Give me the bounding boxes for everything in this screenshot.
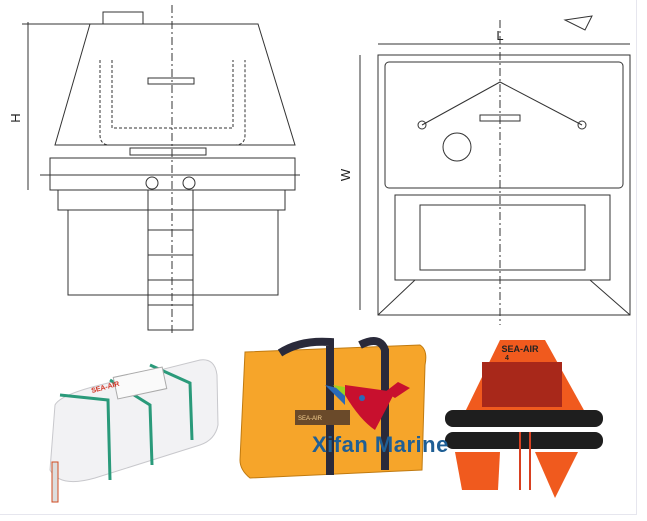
arrow-symbol-icon — [563, 15, 593, 31]
raft-capacity: 4 — [505, 355, 509, 362]
watermark-text: Xifan Marine — [312, 432, 449, 457]
xifan-marine-logo-icon — [325, 382, 410, 430]
raft-brand: SEA-AIR — [501, 344, 539, 354]
valise-bag-photo — [239, 337, 427, 479]
top-view-drawing — [359, 20, 631, 325]
width-dimension-label: W — [338, 168, 353, 181]
height-dimension-label: H — [8, 113, 23, 122]
side-view-drawing — [22, 5, 300, 335]
length-dimension-label: L — [496, 28, 503, 43]
inflated-raft-photo — [445, 340, 603, 498]
image-frame — [0, 0, 637, 515]
canister-photo — [49, 359, 219, 503]
bag-brand: SEA-AIR — [298, 416, 323, 422]
